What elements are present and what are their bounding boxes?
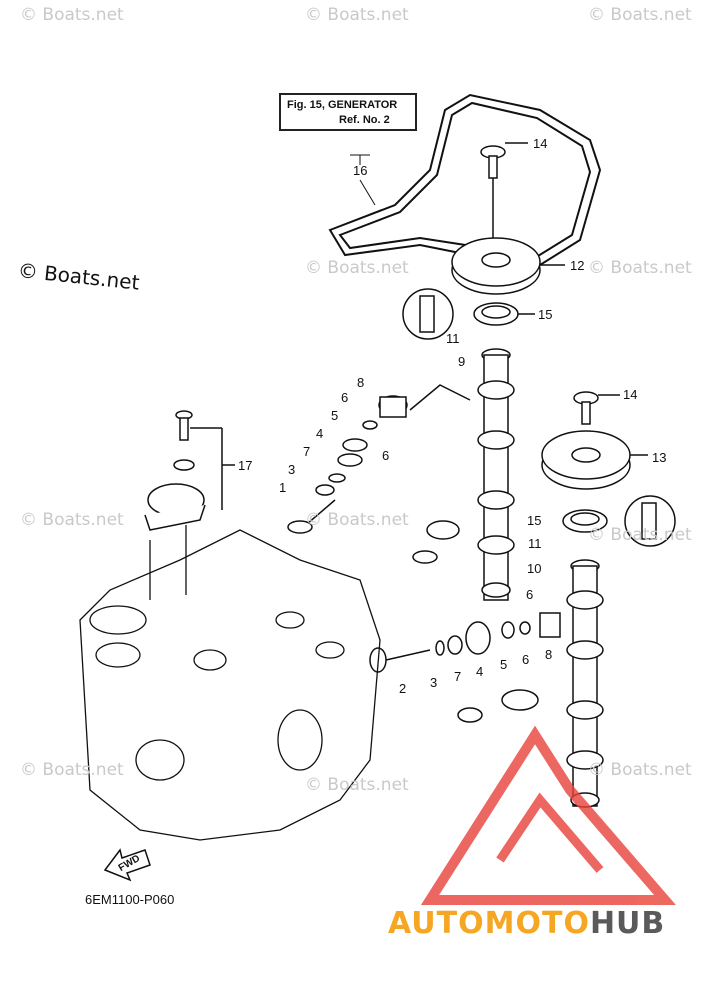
timing-belt bbox=[328, 93, 602, 267]
part-label: 5 bbox=[331, 408, 339, 423]
watermark: © Boats.net bbox=[588, 5, 692, 25]
engine-block bbox=[79, 525, 381, 841]
brand-logo-triangle bbox=[420, 725, 676, 905]
part-label: 13 bbox=[652, 450, 667, 465]
watermark: © Boats.net bbox=[20, 510, 124, 530]
watermark: © Boats.net bbox=[20, 760, 124, 780]
watermark: © Boats.net bbox=[305, 775, 409, 795]
part-label: 17 bbox=[238, 458, 253, 473]
brand-auto: AUTO bbox=[388, 906, 485, 941]
part-label: 11 bbox=[446, 331, 460, 346]
part-label: 15 bbox=[538, 307, 553, 322]
fwd-arrow bbox=[103, 848, 151, 882]
part-label: 14 bbox=[533, 136, 548, 151]
diagram-code: 6EM1100-P060 bbox=[85, 892, 175, 907]
tensioner-17 bbox=[144, 410, 235, 531]
watermark: © Boats.net bbox=[588, 525, 692, 545]
valve-assembly-lower bbox=[369, 612, 561, 723]
pulley-12 bbox=[451, 237, 565, 295]
bolt-14-top bbox=[480, 142, 528, 245]
pulley-13 bbox=[541, 391, 648, 490]
watermark: © Boats.net bbox=[588, 258, 692, 278]
brand-moto: MOTO bbox=[484, 906, 590, 941]
brand-hub: HUB bbox=[589, 906, 666, 941]
seal-15-lower bbox=[562, 495, 676, 547]
seal-15-top bbox=[402, 288, 535, 340]
part-label: 4 bbox=[476, 664, 484, 679]
camshaft-10 bbox=[566, 559, 604, 808]
part-label: 16 bbox=[353, 163, 368, 178]
part-label: 10 bbox=[527, 561, 542, 576]
reference-box-title: Fig. 15, GENERATOR bbox=[287, 99, 398, 111]
part-label: 15 bbox=[527, 513, 542, 528]
watermark: © Boats.net bbox=[305, 258, 409, 278]
watermark: © Boats.net bbox=[588, 760, 692, 780]
reference-box-ref: Ref. No. 2 bbox=[339, 114, 390, 126]
label-16-line bbox=[350, 154, 376, 206]
part-label: 9 bbox=[458, 354, 466, 369]
part-label: 3 bbox=[430, 675, 438, 690]
part-label: 7 bbox=[454, 669, 462, 684]
part-label: 6 bbox=[341, 390, 349, 405]
part-label: 8 bbox=[545, 647, 553, 662]
part-label: 11 bbox=[528, 536, 542, 551]
part-label: 6 bbox=[522, 652, 530, 667]
part-label: 12 bbox=[570, 258, 585, 273]
watermark: © Boats.net bbox=[20, 5, 124, 25]
reference-box: Fig. 15, GENERATOR Ref. No. 2 bbox=[279, 93, 417, 131]
part-label: 2 bbox=[399, 681, 407, 696]
part-label: 6 bbox=[382, 448, 390, 463]
watermark: © Boats.net bbox=[305, 510, 409, 530]
watermark: © Boats.net bbox=[305, 5, 409, 25]
part-label: 4 bbox=[316, 426, 324, 441]
part-label: 7 bbox=[303, 444, 311, 459]
part-label: 3 bbox=[288, 462, 296, 477]
camshaft-9 bbox=[477, 348, 515, 601]
part-label: 8 bbox=[357, 375, 365, 390]
part-label: 5 bbox=[500, 657, 508, 672]
part-label: 6 bbox=[526, 587, 534, 602]
valve-assembly-upper bbox=[287, 384, 471, 564]
part-label: 14 bbox=[623, 387, 638, 402]
brand-name: AUTOMOTOHUB bbox=[388, 906, 665, 941]
part-label: 1 bbox=[279, 480, 287, 495]
